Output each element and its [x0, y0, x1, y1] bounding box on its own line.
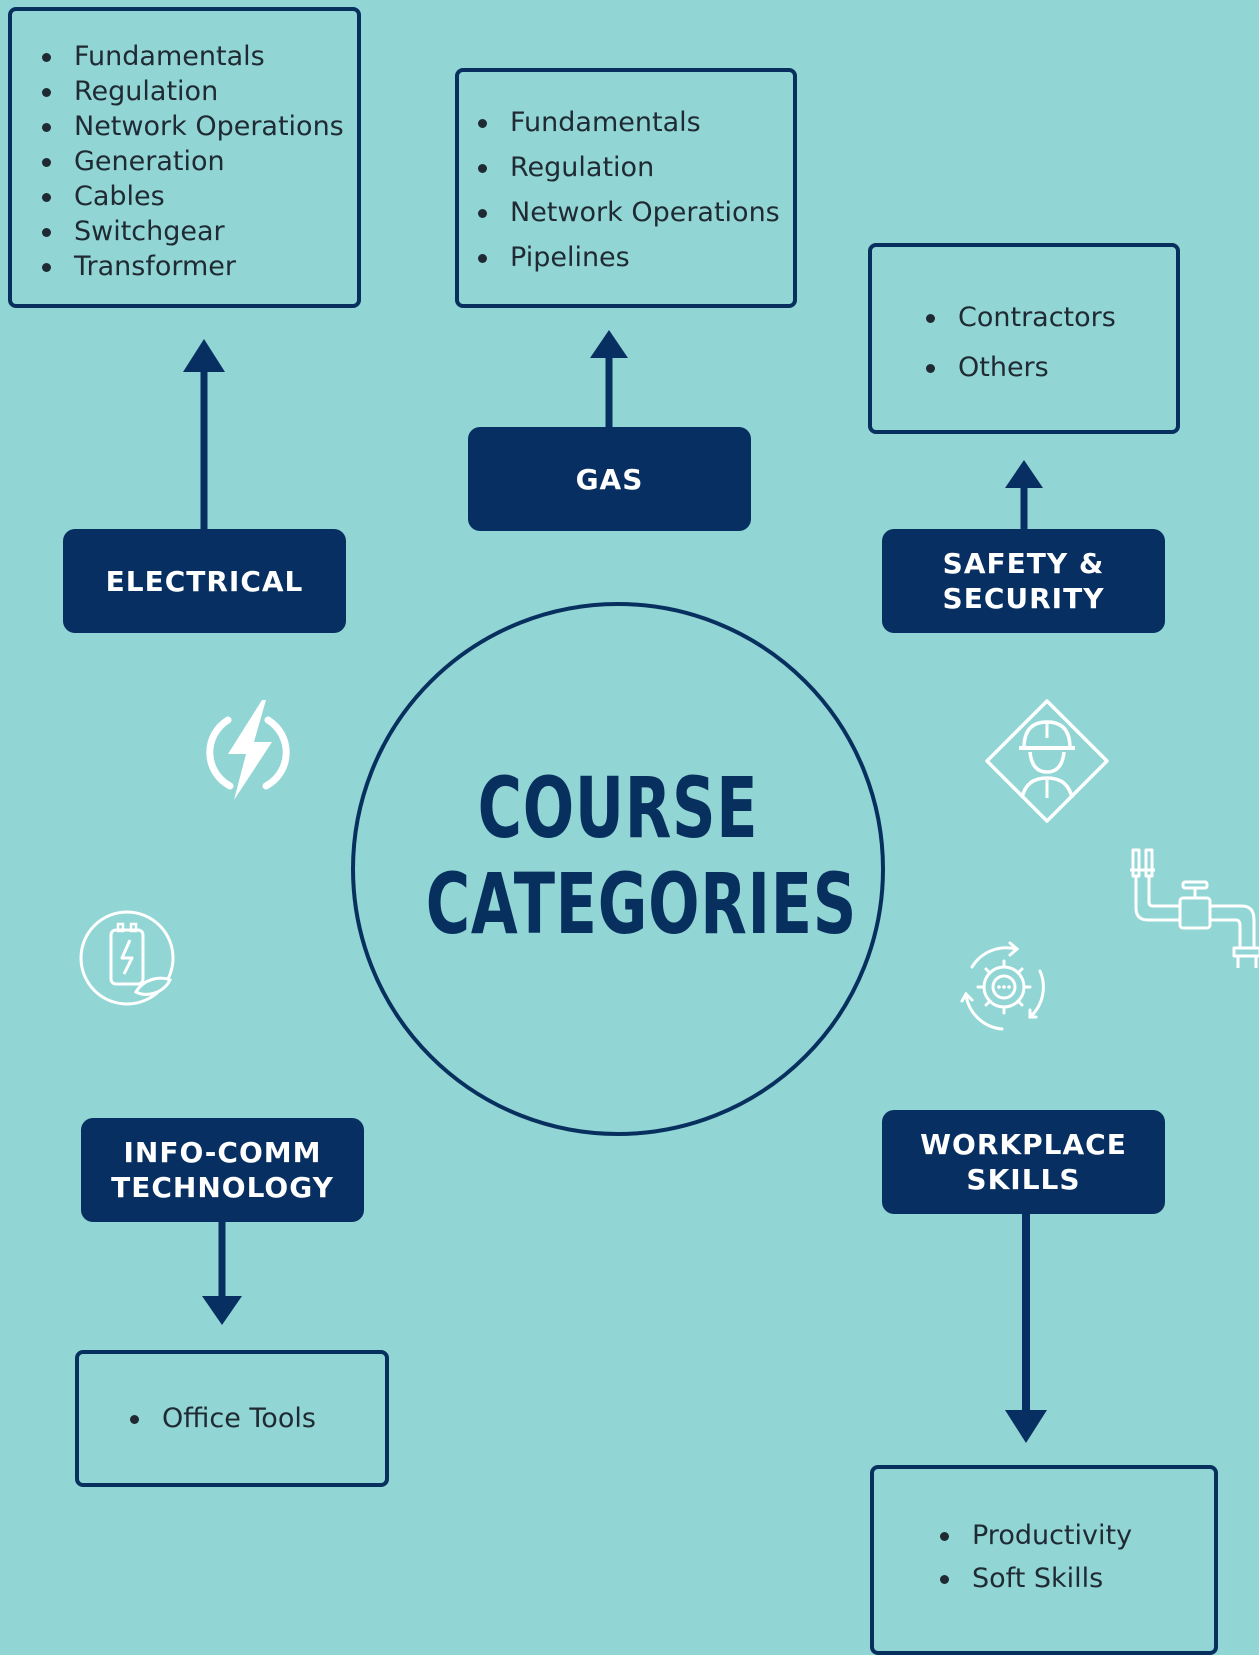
list-item: Soft Skills [939, 1558, 1103, 1600]
list-item: Switchgear [42, 216, 225, 247]
list-item: Office Tools [130, 1398, 316, 1440]
list-item: Contractors [926, 297, 1116, 339]
workplace-skills-label: WORKPLACE SKILLS [882, 1110, 1165, 1214]
list-item: Cables [42, 181, 165, 212]
workplace-label-line2: SKILLS [966, 1163, 1081, 1196]
safety-security-label: SAFETY & SECURITY [882, 529, 1165, 633]
worker-safety-sign-icon [985, 699, 1109, 823]
list-item: Regulation [477, 147, 654, 189]
list-item: Network Operations [478, 192, 780, 234]
pipe-faucet-icon [1130, 848, 1259, 968]
center-circle [351, 602, 885, 1136]
safety-arrow [1005, 460, 1043, 529]
battery-eco-icon [79, 910, 175, 1006]
safety-topics-box: Contractors Others [868, 243, 1180, 434]
infocomm-arrow [202, 1222, 242, 1325]
electrical-arrow [183, 339, 225, 529]
list-item: Fundamentals [478, 102, 701, 144]
gas-topics-box: Fundamentals Regulation Network Operatio… [455, 68, 797, 308]
title-line2: CATEGORIES [425, 855, 858, 953]
list-item: Fundamentals [42, 41, 265, 72]
electrical-topics-box: Fundamentals Regulation Network Operatio… [8, 7, 361, 308]
gear-cycle-icon [960, 941, 1045, 1031]
infocomm-label: INFO-COMM TECHNOLOGY [81, 1118, 364, 1222]
workplace-topics-box: Productivity Soft Skills [870, 1465, 1218, 1655]
gas-label-text: GAS [575, 462, 644, 496]
list-item: Regulation [41, 76, 219, 107]
gas-label: GAS [468, 427, 751, 531]
title-line1: COURSE [477, 759, 759, 857]
safety-label-line1: SAFETY & [942, 547, 1105, 580]
infocomm-label-line2: TECHNOLOGY [111, 1171, 334, 1204]
gas-arrow [590, 330, 628, 427]
electrical-label: ELECTRICAL [63, 529, 346, 633]
list-item: Productivity [939, 1515, 1132, 1557]
electrical-label-text: ELECTRICAL [105, 564, 304, 598]
list-item: Transformer [41, 251, 237, 282]
list-item: Others [926, 347, 1049, 389]
workplace-arrow [1005, 1214, 1047, 1443]
infocomm-topics-box: Office Tools [75, 1350, 389, 1487]
lightning-energy-icon [206, 700, 290, 800]
list-item: Network Operations [42, 111, 344, 142]
infocomm-label-line1: INFO-COMM [123, 1136, 322, 1169]
safety-label-line2: SECURITY [942, 582, 1105, 615]
workplace-label-line1: WORKPLACE [920, 1128, 1127, 1161]
list-item: Pipelines [478, 237, 630, 279]
list-item: Generation [42, 146, 225, 177]
page-title: COURSE CATEGORIES [425, 759, 858, 953]
